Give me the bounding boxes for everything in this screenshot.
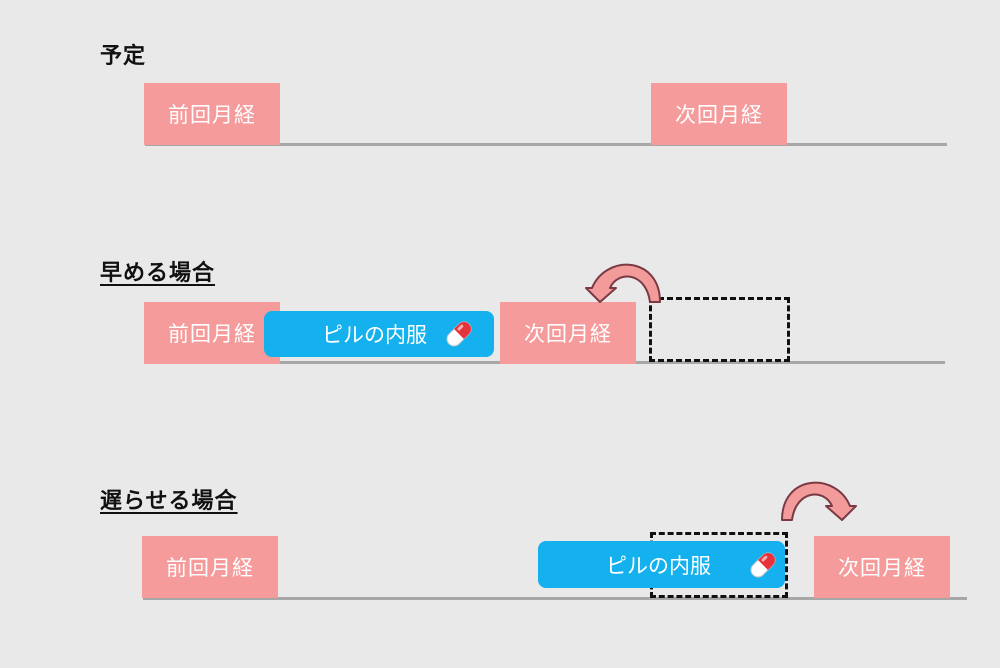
pill-intake-bar: ピルの内服 (264, 311, 494, 357)
curved-arrow-icon (781, 481, 857, 521)
section-later-heading: 遅らせる場合 (100, 489, 238, 514)
next-period-block: 次回月経 (814, 536, 950, 598)
curved-arrow-icon (585, 263, 661, 303)
section-earlier-heading: 早める場合 (100, 261, 216, 286)
pill-intake-label: ピルの内服 (322, 323, 427, 347)
next-period-block: 次回月経 (651, 83, 787, 145)
section-plan-heading: 予定 (100, 44, 147, 69)
next-period-block: 次回月経 (500, 302, 636, 364)
previous-period-block: 前回月経 (142, 536, 278, 598)
previous-period-block: 前回月経 (144, 302, 280, 364)
pill-intake-bar: ピルの内服 (538, 541, 785, 588)
timeline-baseline (143, 597, 967, 600)
timeline-baseline (145, 143, 947, 146)
previous-period-block: 前回月経 (144, 83, 280, 145)
pill-capsule-icon (446, 321, 472, 347)
pill-capsule-icon (750, 552, 776, 578)
original-period-placeholder (649, 297, 790, 362)
pill-intake-label: ピルの内服 (606, 553, 711, 578)
